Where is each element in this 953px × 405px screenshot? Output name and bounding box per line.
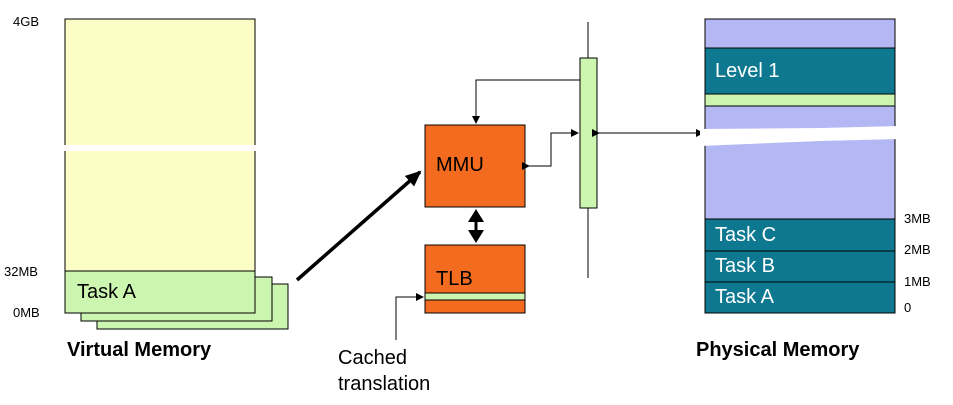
mmu-label: MMU xyxy=(436,154,484,176)
physical-task-a-label: Task A xyxy=(715,286,774,308)
cached-translation-pointer xyxy=(395,293,424,340)
physical-level1-strip xyxy=(704,93,896,107)
physical-task-c xyxy=(704,218,896,252)
virtual-task-a-label: Task A xyxy=(77,281,136,303)
physical-task-c-label: Task C xyxy=(715,224,777,246)
physical-scale-3mb: 3MB xyxy=(904,211,931,226)
cached-label-line2: translation xyxy=(338,373,431,395)
physical-scale-0: 0 xyxy=(904,300,912,315)
physical-memory-caption: Physical Memory xyxy=(696,339,860,361)
virtual-to-mmu-arrow xyxy=(295,170,422,282)
tlb-label: TLB xyxy=(436,268,473,290)
physical-break xyxy=(700,126,900,146)
bus-block xyxy=(579,57,598,209)
bus-to-mmu-feed xyxy=(472,79,580,124)
mmu-box xyxy=(424,124,526,208)
physical-task-a xyxy=(704,281,896,314)
physical-scale-2mb: 2MB xyxy=(904,242,931,257)
virtual-task-a xyxy=(64,270,256,314)
virtual-label-4gb: 4GB xyxy=(13,14,40,29)
physical-level1 xyxy=(704,47,896,95)
physical-level1-label: Level 1 xyxy=(715,60,780,82)
virtual-break xyxy=(60,145,260,151)
physical-task-b xyxy=(704,250,896,283)
cached-label-line1: Cached xyxy=(338,347,407,369)
virtual-memory-caption: Virtual Memory xyxy=(67,339,212,361)
physical-scale-1mb: 1MB xyxy=(904,274,931,289)
mmu-bus-link xyxy=(522,129,579,170)
tlb-entry-strip xyxy=(424,292,526,301)
physical-task-b-label: Task B xyxy=(715,255,776,277)
tlb-box xyxy=(424,244,526,314)
virtual-label-0mb: 0MB xyxy=(13,305,40,320)
virtual-label-32mb: 32MB xyxy=(4,264,38,279)
